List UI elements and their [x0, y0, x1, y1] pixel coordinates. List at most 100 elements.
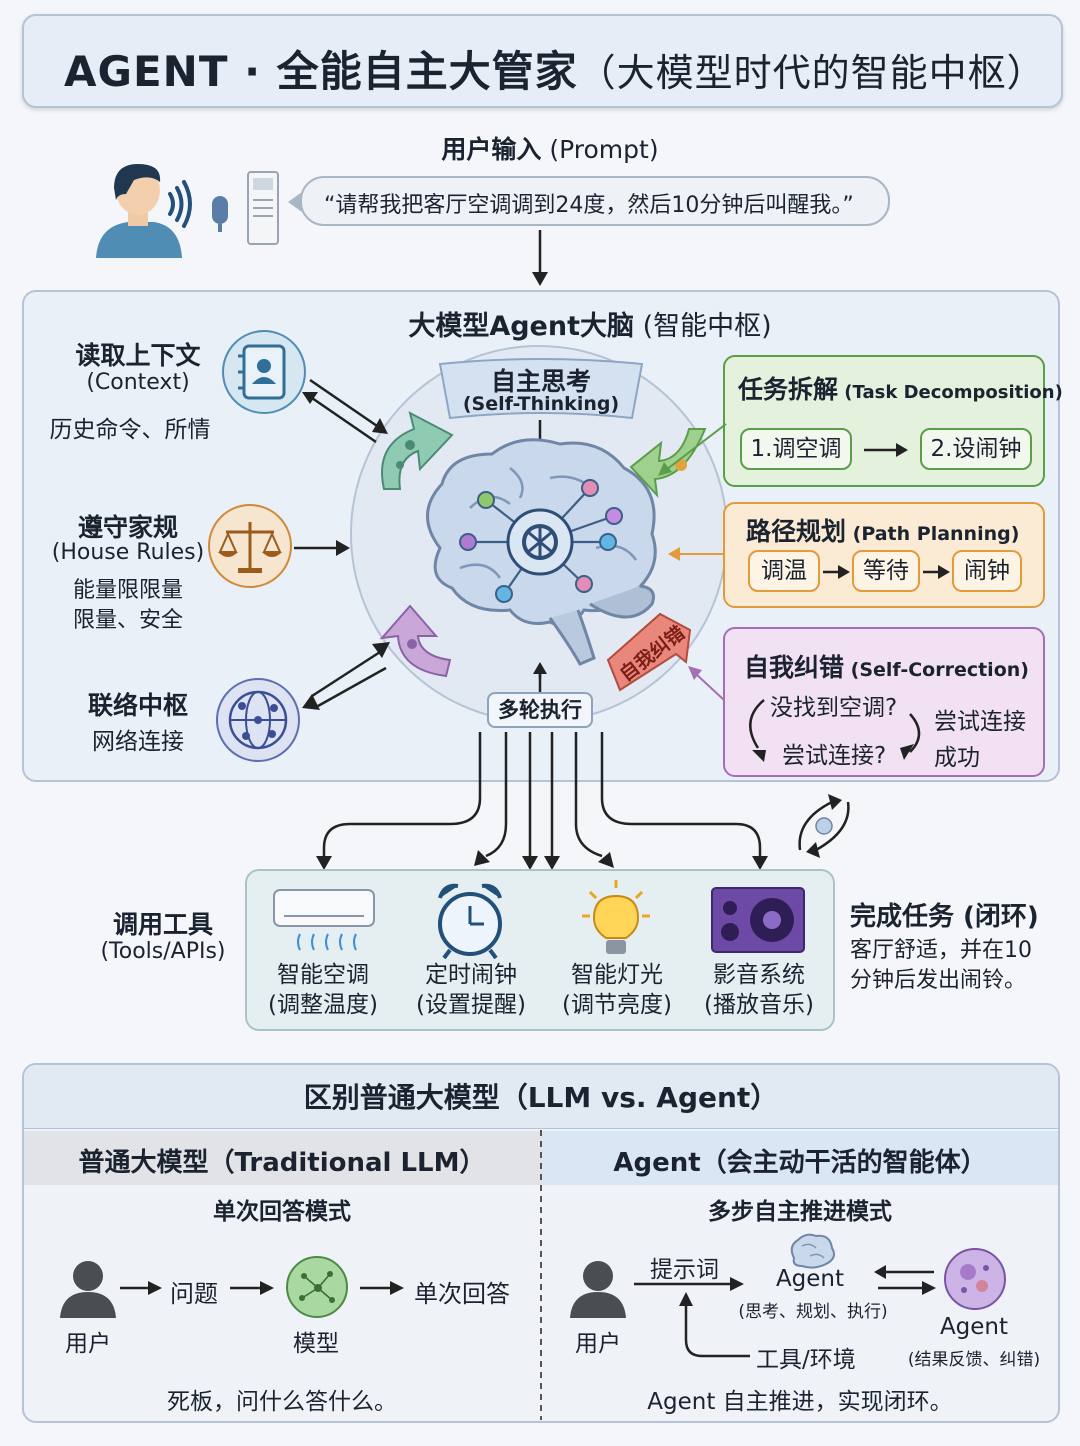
agent-header: Agent（会主动干活的智能体） [613, 1148, 987, 1178]
air-conditioner-icon [273, 889, 375, 951]
person-icon [96, 164, 182, 258]
context-desc: 历史命令、所情 [49, 417, 211, 443]
task-step-1: 1.调空调 [740, 428, 852, 470]
llm-user-icon [60, 1261, 116, 1318]
user-input-label-en: (Prompt) [541, 135, 659, 164]
llm-question-label: 问题 [170, 1280, 218, 1308]
agent-prompt-label: 提示词 [650, 1257, 719, 1283]
ai-core-icon [506, 508, 574, 576]
llm-model-icon [286, 1256, 348, 1318]
user-speaking-illustration [96, 164, 279, 258]
correction-right-2: 成功 [934, 745, 980, 771]
done-line-1: 客厅舒适，并在10 [850, 938, 1032, 963]
task-connector-arrow [658, 423, 727, 476]
contacts-book-icon [222, 330, 306, 414]
path-title: 路径规划 [746, 517, 847, 546]
llm-mode: 单次回答模式 [213, 1199, 351, 1225]
prompt-bubble: “请帮我把客厅空调调到24度，然后10分钟后叫醒我。” [288, 176, 890, 226]
node-cyan [599, 533, 617, 551]
path-arrow-2 [923, 565, 950, 579]
hub-title: 联络中枢 [87, 691, 188, 720]
llm-model-label: 模型 [293, 1331, 339, 1357]
llm-arrow-1 [120, 1281, 162, 1295]
sound-waves-icon [168, 180, 192, 228]
agent-user-label: 用户 [575, 1331, 621, 1357]
tool-ac-desc: (调整温度) [268, 992, 378, 1018]
tool-light[interactable]: 智能灯光 (调节亮度) [552, 960, 682, 1020]
rules-arrow [294, 540, 350, 556]
llm-header: 普通大模型（Traditional LLM） [78, 1148, 486, 1178]
microphone-icon [212, 196, 228, 232]
self-correction-title: 自我纠错 (Self-Correction) [744, 648, 1029, 684]
brain-panel-title: 大模型Agent大脑 (智能中枢) [360, 304, 820, 343]
path-step-2: 等待 [852, 550, 920, 592]
agent-primary-desc: (思考、规划、执行) [738, 1302, 888, 1322]
path-title-en: (Path Planning) [846, 523, 1020, 545]
multi-round-badge: 多轮执行 [487, 692, 593, 728]
tool-av-desc: (播放音乐) [704, 992, 814, 1018]
tool-alarm[interactable]: 定时闹钟 (设置提醒) [406, 960, 536, 1020]
tools-title-en: (Tools/APIs) [100, 939, 226, 964]
llm-summary: 死板，问什么答什么。 [167, 1389, 397, 1415]
scale-balance-icon [208, 504, 292, 588]
title-sub: （大模型时代的智能中枢） [577, 51, 1046, 95]
agent-feedback-label: Agent [939, 1314, 1009, 1340]
agent-tools-env-label: 工具/环境 [756, 1347, 856, 1373]
tool-ac-name: 智能空调 [277, 962, 369, 988]
llm-header-bar [24, 1131, 542, 1185]
path-step-1: 调温 [748, 550, 820, 592]
self-thinking-label-en: (Self-Thinking) [462, 393, 620, 415]
node-rose [575, 575, 593, 593]
correction-right-1: 尝试连接 [934, 709, 1026, 735]
tool-call-arrows [316, 732, 768, 870]
task-step-arrow [864, 443, 908, 457]
correction-line-2: 尝试连接? [782, 743, 887, 769]
path-arrow-1 [823, 565, 850, 579]
node-pink [581, 479, 599, 497]
agent-user-icon [570, 1261, 626, 1318]
agent-primary-label: Agent [775, 1266, 845, 1292]
title-banner: AGENT · 全能自主大管家（大模型时代的智能中枢） [22, 14, 1063, 108]
task-decomposition-title: 任务拆解 (Task Decomposition) [738, 370, 1063, 406]
llm-user-label: 用户 [65, 1331, 111, 1357]
agent-exchange-arrows [874, 1265, 936, 1295]
context-title-en: (Context) [86, 370, 190, 395]
tool-alarm-name: 定时闹钟 [425, 962, 517, 988]
context-title: 读取上下文 [75, 341, 201, 370]
tool-light-name: 智能灯光 [571, 962, 663, 988]
correction-title-en: (Self-Correction) [844, 659, 1029, 681]
light-bulb-icon [582, 880, 650, 954]
hub-double-arrow [302, 642, 390, 710]
self-thinking-banner [438, 358, 644, 420]
node-blue [495, 585, 513, 603]
user-input-label-main: 用户输入 [441, 135, 542, 164]
air-conditioner-unit-icon [247, 171, 279, 245]
llm-answer-label: 单次回答 [414, 1280, 510, 1308]
speaker-system-icon [711, 887, 805, 953]
agent-flow-arrows [634, 1277, 750, 1358]
hub-desc: 网络连接 [92, 729, 184, 755]
agent-feedback-icon [944, 1248, 1006, 1310]
brain-title-main: 大模型Agent大脑 [408, 311, 634, 342]
task-title: 任务拆解 [738, 375, 839, 404]
prompt-to-brain-arrow [532, 230, 548, 286]
agent-mode: 多步自主推进模式 [708, 1199, 892, 1225]
path-planning-title: 路径规划 (Path Planning) [746, 512, 1019, 548]
tool-ac[interactable]: 智能空调 (调整温度) [258, 960, 388, 1020]
tool-av[interactable]: 影音系统 (播放音乐) [694, 960, 824, 1020]
path-connector-arrow [668, 547, 724, 561]
llm-arrow-2 [230, 1281, 274, 1295]
tool-av-name: 影音系统 [713, 962, 805, 988]
path-step-3: 闹钟 [952, 550, 1022, 592]
agent-summary: Agent 自主推进，实现闭环。 [647, 1389, 953, 1415]
agent-brain-icon [790, 1233, 835, 1269]
self-correct-arrow-icon [606, 612, 692, 692]
rules-title: 遵守家规 [77, 513, 178, 542]
correction-line-1: 没找到空调? [770, 695, 898, 721]
comparison-title: 区别普通大模型（LLM vs. Agent） [303, 1081, 779, 1114]
alarm-clock-icon [438, 883, 502, 960]
feedback-double-arrow [798, 794, 850, 858]
correction-title: 自我纠错 [744, 653, 845, 682]
task-title-en: (Task Decomposition) [838, 382, 1063, 403]
multi-round-arrow [533, 662, 547, 694]
